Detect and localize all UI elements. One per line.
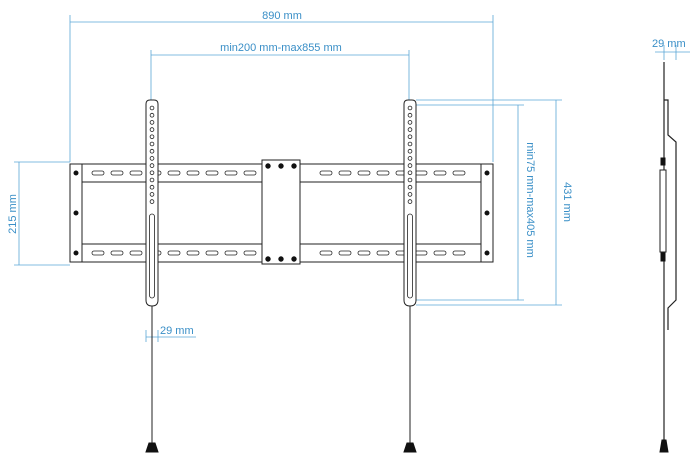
left-pull-tab [145,442,159,453]
rail-slot [224,170,238,176]
arm-hole [149,199,155,204]
arm-hole [149,163,155,168]
rail-slot [357,250,371,256]
rail-slot [110,250,124,256]
arm-hole [149,156,155,161]
profile-depth-label: 29 mm [652,38,686,50]
end-hole [73,170,79,176]
arm-hole [149,120,155,125]
rail-slot [205,250,219,256]
rail-slot [414,250,428,256]
arm-hole [149,134,155,140]
end-hole [484,250,490,256]
vesa-vertical-label: min75 mm-max405 mm [524,142,536,258]
arm-height-label: 431 mm [561,182,573,222]
end-hole [73,210,79,216]
arm-hole [407,199,413,204]
arm-hole [407,141,413,147]
rail-slot [110,170,124,176]
right-pull-tab [403,442,417,453]
arm-hole [149,148,155,154]
rail-slot [319,250,333,256]
end-hole [484,170,490,176]
arm-hole [407,120,413,125]
rail-slot [205,170,219,176]
rail-slot [433,170,447,176]
arm-hole [149,141,155,147]
rail-slot [186,250,200,256]
rail-slot [224,250,238,256]
arm-hole [407,112,413,118]
frame-height-label: 215 mm [7,194,19,234]
right-arm [403,99,417,453]
rail-slot [357,170,371,176]
arm-hole [407,134,413,140]
arm-hole [149,177,155,183]
arm-hole [149,112,155,118]
arm-hole [407,156,413,161]
rail-slot [433,250,447,256]
rail-slot [338,250,352,256]
vesa-horizontal-label: min200 mm-max855 mm [220,42,342,54]
arm-hole [149,105,155,111]
arm-hole [149,127,155,132]
rail-slot [129,250,143,256]
side-profile [659,62,677,453]
rail-slot [319,170,333,176]
center-plate [261,159,301,265]
end-hole [73,250,79,256]
arm-hole [407,148,413,154]
rail-slot [243,170,257,176]
rail-slot [243,250,257,256]
end-hole [484,210,490,216]
rail-slot [414,170,428,176]
arm-hole [407,184,413,190]
rail-slot [167,250,181,256]
arm-hole [149,170,155,176]
arm-hole [149,192,155,197]
rail-slot [186,170,200,176]
rail-slot [376,250,390,256]
rail-slot [91,170,105,176]
arm-width-label: 29 mm [160,325,194,337]
arm-hole [407,192,413,197]
arm-hole [407,163,413,168]
rail-slot [338,170,352,176]
dimension-lines [14,15,690,342]
rail-slot [167,170,181,176]
profile-pull-tab [659,439,669,453]
rail-slots [91,170,466,256]
rail-slot [129,170,143,176]
rail-slot [452,170,466,176]
rail-slot [376,170,390,176]
rail-slot [452,250,466,256]
rail-slot [91,250,105,256]
left-arm [145,99,159,453]
arm-hole [149,184,155,190]
arm-hole [407,170,413,176]
arm-hole [407,177,413,183]
arm-hole [407,105,413,111]
overall-width-label: 890 mm [262,10,302,22]
arm-hole [407,127,413,132]
